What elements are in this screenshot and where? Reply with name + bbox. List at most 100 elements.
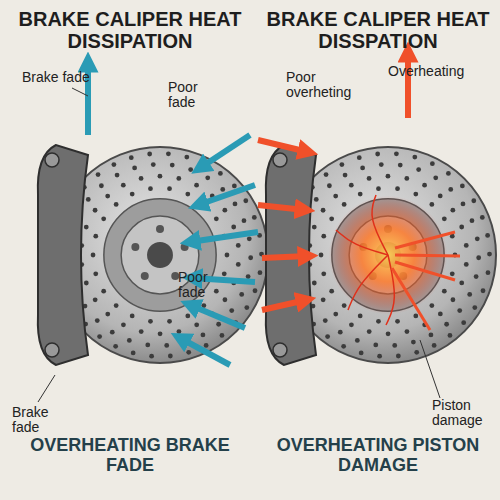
drilled-hole [86, 197, 91, 202]
rotor-group [38, 145, 496, 365]
drilled-hole [457, 308, 462, 313]
drilled-hole [459, 280, 464, 285]
drilled-hole [343, 173, 348, 178]
drilled-hole [242, 218, 247, 223]
drilled-hole [327, 183, 332, 188]
drilled-hole [232, 183, 237, 188]
leader-line [38, 375, 55, 402]
drilled-hole [147, 152, 152, 157]
drilled-hole [194, 322, 199, 327]
drilled-hole [185, 314, 190, 319]
drilled-hole [216, 322, 221, 327]
caliper-bolt [45, 343, 59, 357]
drilled-hole [312, 281, 317, 286]
drilled-hole [438, 194, 443, 199]
drilled-hole [451, 297, 456, 302]
drilled-hole [214, 289, 219, 294]
heat-arrow [258, 140, 308, 152]
drilled-hole [358, 192, 363, 197]
drilled-hole [184, 155, 189, 160]
drilled-hole [413, 314, 418, 319]
drilled-hole [101, 289, 106, 294]
drilled-hole [341, 344, 346, 349]
drilled-hole [93, 208, 98, 213]
drilled-hole [252, 215, 257, 220]
drilled-hole [258, 270, 263, 275]
drilled-hole [243, 198, 248, 203]
drilled-hole [481, 288, 486, 293]
panel-caption: OVERHEATING BRAKE FADE [10, 436, 250, 476]
drilled-hole [223, 297, 228, 302]
drilled-hole [333, 312, 338, 317]
drilled-hole [323, 318, 328, 323]
drilled-hole [167, 319, 172, 324]
drilled-hole [355, 338, 360, 343]
heat-ray [395, 255, 460, 256]
drilled-hole [432, 343, 437, 348]
panel-title: BRAKE CALIPER HEAT DISSPATION [258, 8, 498, 52]
leader-line [72, 88, 88, 96]
drilled-hole [396, 354, 401, 359]
drilled-hole [244, 305, 249, 310]
callout-label: Overheating [388, 64, 498, 79]
drilled-hole [222, 271, 227, 276]
callout-label: Poor fade [168, 80, 218, 111]
drilled-hole [158, 331, 163, 336]
drilled-hole [480, 215, 485, 220]
drilled-hole [115, 173, 120, 178]
drilled-hole [472, 305, 477, 310]
drilled-hole [379, 162, 384, 167]
drilled-hole [95, 318, 100, 323]
drilled-hole [247, 236, 252, 241]
drilled-hole [93, 271, 98, 276]
callout-label: Piston damage [432, 398, 498, 429]
airflow-arrow [190, 232, 258, 242]
drilled-hole [110, 330, 115, 335]
drilled-hole [222, 208, 227, 213]
drilled-hole [151, 162, 156, 167]
drilled-hole [186, 350, 191, 355]
drilled-hole [214, 216, 219, 221]
drilled-hole [358, 314, 363, 319]
drilled-hole [411, 340, 416, 345]
heat-crack [386, 255, 394, 325]
lug-hole [131, 243, 139, 251]
drilled-hole [188, 167, 193, 172]
drilled-hole [158, 174, 163, 179]
leader-line [420, 340, 440, 398]
drilled-hole [253, 288, 258, 293]
callout-label: Poor fade [178, 270, 228, 301]
drilled-hole [444, 322, 449, 327]
drilled-hole [236, 262, 241, 267]
drilled-hole [314, 197, 319, 202]
drilled-hole [84, 225, 89, 230]
drilled-hole [225, 253, 230, 258]
drilled-hole [113, 344, 118, 349]
drilled-hole [349, 183, 354, 188]
drilled-hole [185, 192, 190, 197]
drilled-hole [246, 274, 251, 279]
drilled-hole [167, 186, 172, 191]
drilled-hole [194, 183, 199, 188]
airflow-arrow [198, 185, 255, 205]
heat-arrow [262, 256, 308, 258]
drilled-hole [220, 187, 225, 192]
heat-crack [336, 230, 388, 255]
drilled-hole [464, 262, 469, 267]
drilled-hole [229, 308, 234, 313]
drilled-hole [176, 176, 181, 181]
heat-ray [395, 262, 455, 280]
drilled-hole [148, 186, 153, 191]
brake-caliper [38, 145, 88, 365]
drilled-hole [376, 319, 381, 324]
drilled-hole [248, 255, 253, 260]
heat-arrow [258, 205, 305, 210]
drilled-hole [239, 292, 244, 297]
drilled-hole [485, 233, 490, 238]
drilled-hole [342, 303, 347, 308]
drilled-hole [321, 271, 326, 276]
drilled-hole [96, 172, 101, 177]
drilled-hole [375, 152, 380, 157]
drilled-hole [376, 186, 381, 191]
drilled-hole [373, 342, 378, 347]
